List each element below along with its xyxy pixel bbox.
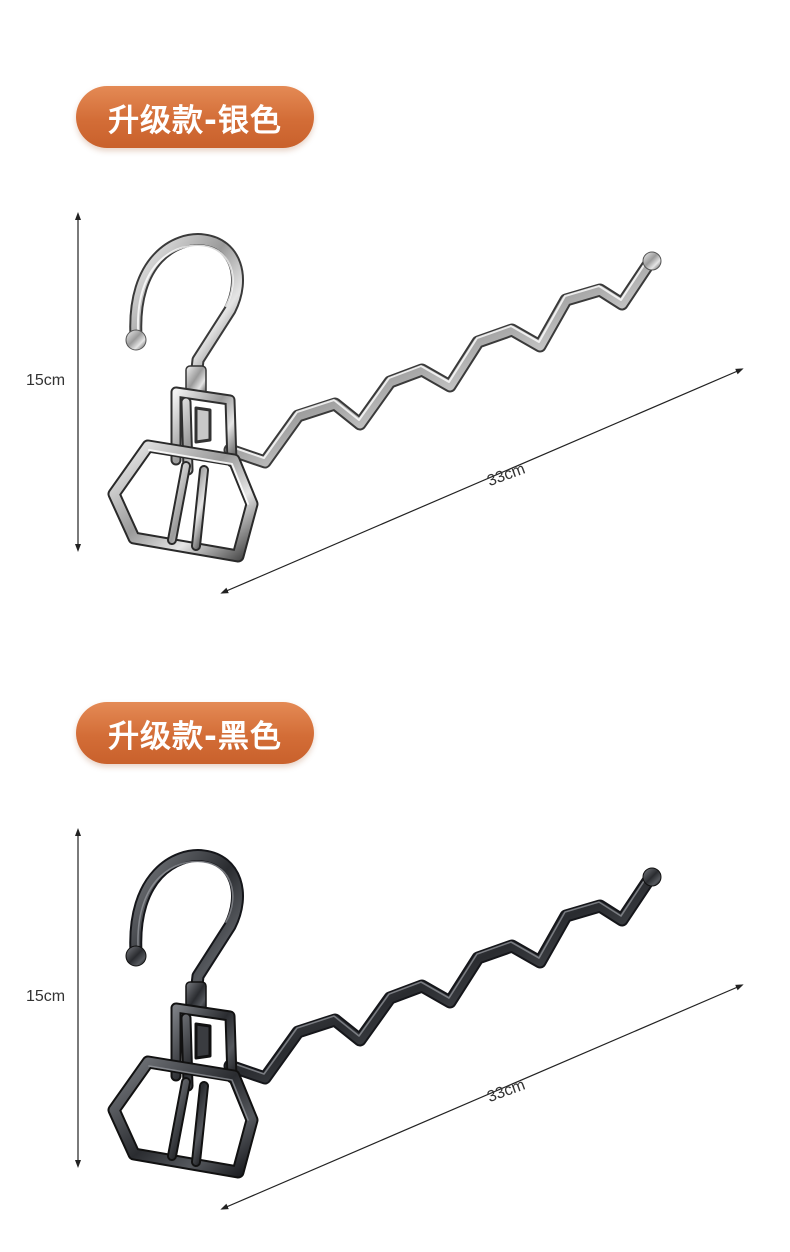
hanger-image: [107, 849, 662, 1179]
hanger-diagram: [75, 828, 744, 1210]
variant-badge: 升级款-黑色: [76, 702, 314, 764]
variant-badge: 升级款-银色: [76, 86, 314, 148]
variant-badge-label: 升级款-银色: [108, 102, 282, 139]
height-label: 15cm: [26, 988, 66, 1005]
hanger-image: [107, 233, 662, 563]
rod-end-ball: [642, 251, 662, 271]
length-dimension-line: [220, 984, 744, 1210]
product-section-black: 升级款-黑色 15cm 33cm: [0, 616, 790, 1236]
hanger-diagram: [75, 212, 744, 594]
length-dimension-line: [220, 368, 744, 594]
clip-spring: [194, 1022, 212, 1060]
hook-end-ball: [125, 945, 147, 967]
clip-spring: [194, 406, 212, 444]
rod-end-ball: [642, 867, 662, 887]
height-label: 15cm: [26, 372, 66, 389]
hook-end-ball: [125, 329, 147, 351]
product-section-silver: 升级款-银色: [0, 0, 790, 620]
variant-badge-label: 升级款-黑色: [108, 718, 282, 755]
